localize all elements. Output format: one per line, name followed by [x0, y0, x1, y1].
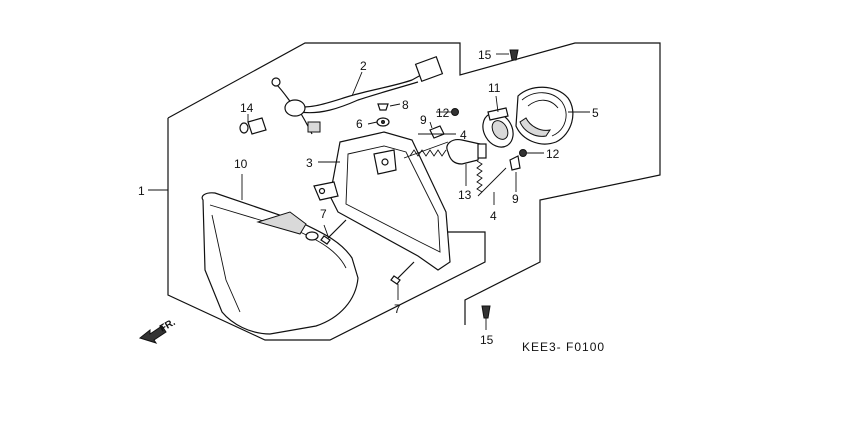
clip-lower: [509, 155, 521, 171]
front-arrow-label: FR.: [158, 317, 178, 335]
wire-harness: [271, 56, 444, 135]
screw-15-lower: [481, 305, 491, 319]
callout-12-lower: 12: [546, 147, 560, 161]
nut-lower: [519, 149, 527, 157]
callout-10: 10: [234, 157, 248, 171]
callout-1: 1: [138, 184, 145, 198]
callout-7-lower: 7: [394, 302, 401, 316]
leader-lines: [148, 53, 590, 330]
spring-lower: [476, 160, 507, 197]
callout-15-lower: 15: [480, 333, 494, 347]
callout-4-upper: 4: [460, 128, 467, 142]
callout-11: 11: [488, 81, 501, 95]
dust-cover: [515, 86, 574, 145]
callout-5: 5: [592, 106, 599, 120]
callout-12-upper: 12: [436, 106, 450, 120]
headlight-bulb: [446, 139, 487, 165]
callout-3: 3: [306, 156, 313, 170]
callout-4-lower: 4: [490, 209, 497, 223]
callout-8: 8: [402, 98, 409, 112]
bulb-socket: [482, 107, 514, 148]
assembly-outline: [167, 42, 661, 341]
callout-15-upper: 15: [478, 48, 492, 62]
washer-6: [376, 117, 390, 127]
callout-7-upper: 7: [320, 207, 327, 221]
headlight-lens: [201, 192, 359, 335]
callout-9-lower: 9: [512, 192, 519, 206]
callout-6: 6: [356, 117, 363, 131]
callout-2: 2: [360, 59, 367, 73]
spring-upper: [403, 141, 449, 159]
diagram-code: KEE3- F0100: [522, 340, 605, 354]
front-direction-indicator: FR.: [138, 317, 178, 344]
headlight-case: [313, 131, 451, 271]
nut-upper: [451, 108, 459, 116]
bolt-upper: [320, 219, 347, 245]
bolt-lower: [390, 261, 415, 285]
callout-14: 14: [240, 101, 254, 115]
callout-13: 13: [458, 188, 472, 202]
callout-9-upper: 9: [420, 113, 427, 127]
position-bulb: [239, 117, 267, 135]
front-arrow-icon: [138, 325, 167, 344]
screw-8: [377, 103, 389, 111]
screw-15-upper: [509, 49, 519, 61]
